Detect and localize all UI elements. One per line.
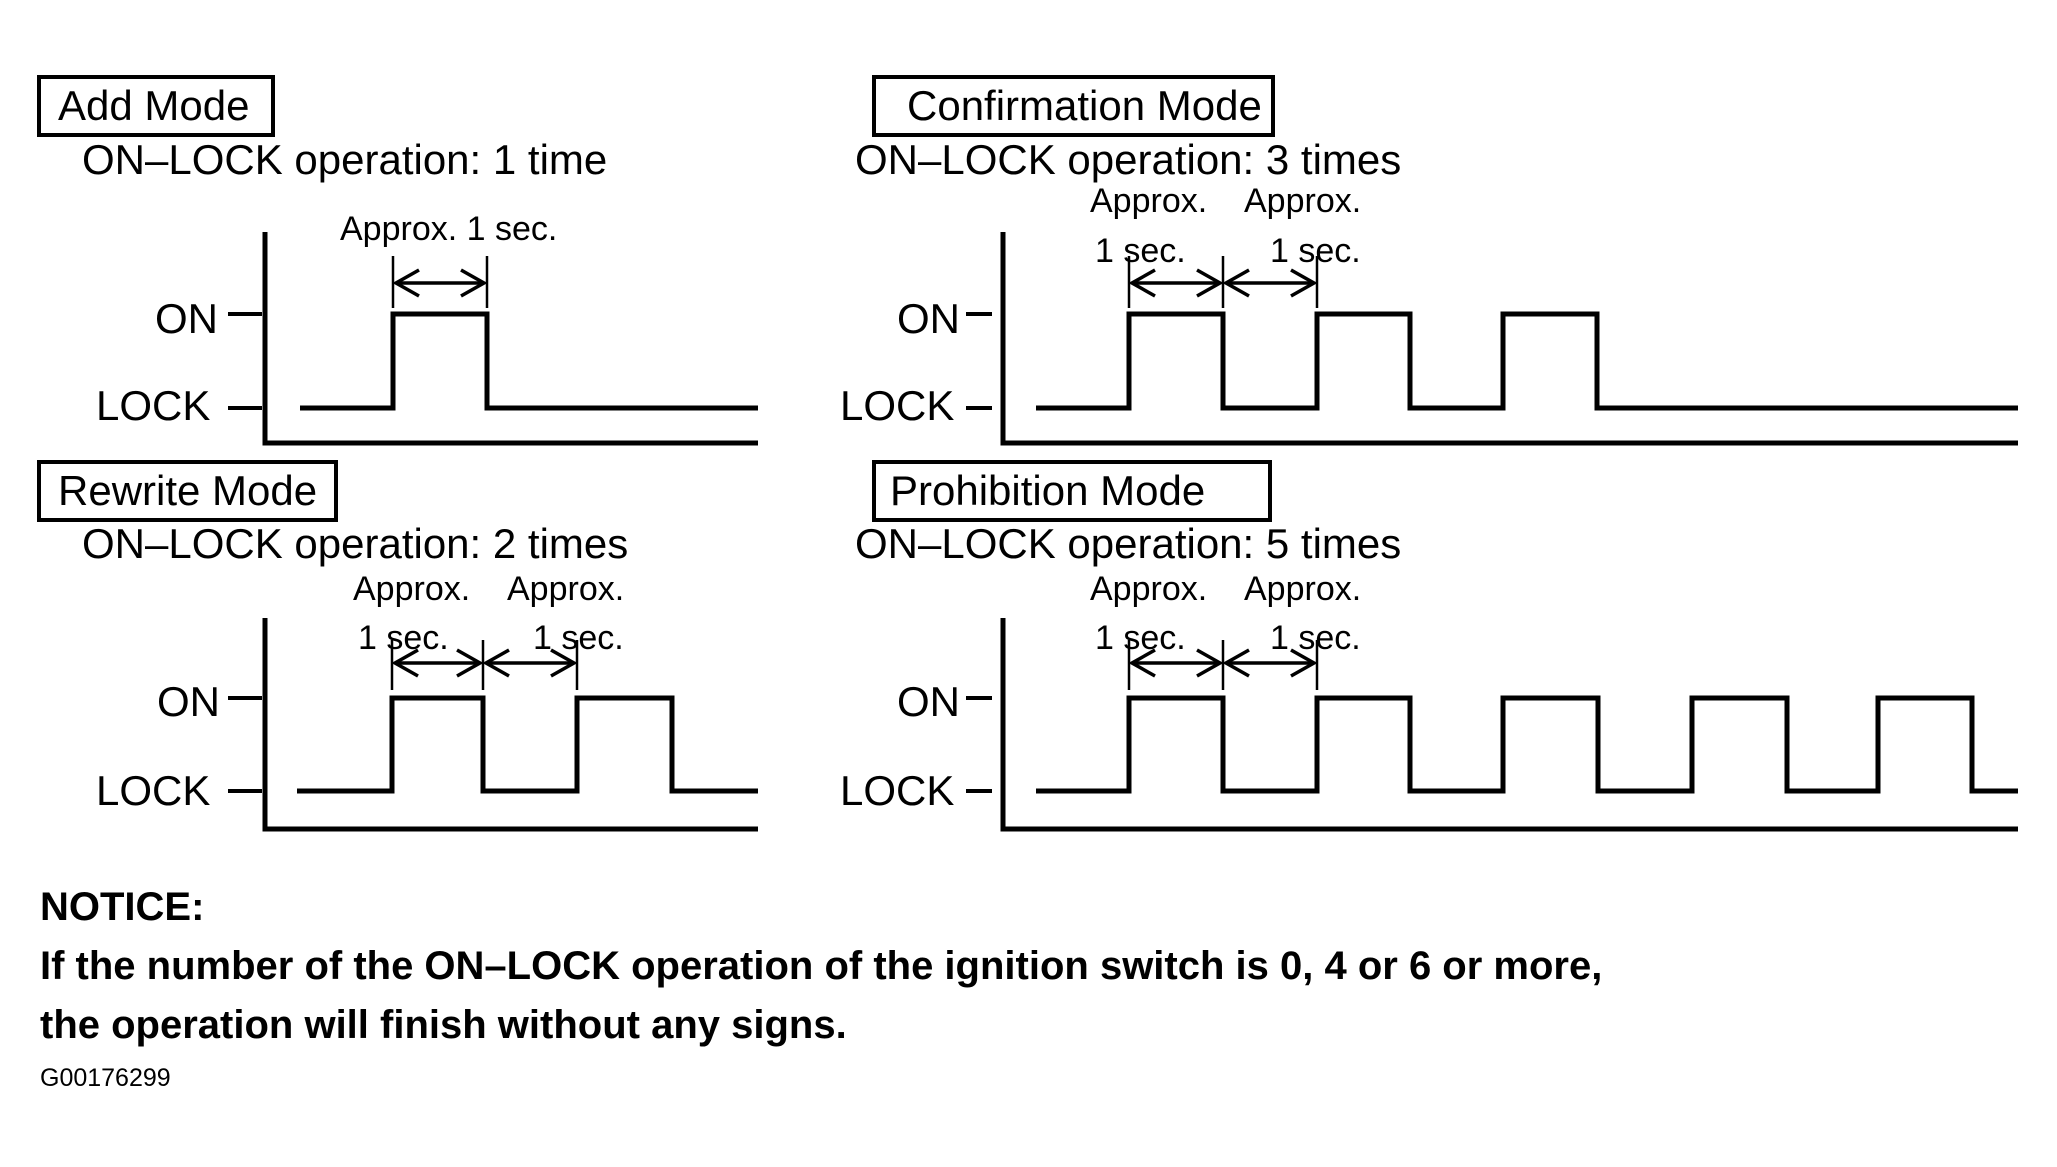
confirmation-mode-arrowhead-right xyxy=(1290,268,1318,298)
add-mode-waveform xyxy=(300,311,758,411)
confirmation-mode-box-label: Confirmation Mode xyxy=(907,82,1262,129)
confirmation-mode-box: Confirmation Mode xyxy=(872,75,1275,137)
confirmation-mode-time-label: Approx. xyxy=(1244,182,1362,220)
prohibition-mode-on-label: ON xyxy=(897,678,960,725)
add-mode-title: ON–LOCK operation: 1 time xyxy=(82,136,608,183)
notice-text-line-1: If the number of the ON–LOCK operation o… xyxy=(40,944,1603,988)
confirmation-mode-time-label: 1 sec. xyxy=(1270,232,1361,270)
rewrite-mode-level-ticks xyxy=(228,696,262,793)
rewrite-mode-waveform xyxy=(297,695,758,794)
add-mode-box: Add Mode xyxy=(37,75,275,137)
add-mode-time-label: Approx. 1 sec. xyxy=(340,210,558,248)
confirmation-mode-on-label: ON xyxy=(897,295,960,342)
prohibition-mode-time-label: 1 sec. xyxy=(1095,619,1186,657)
confirmation-mode-title: ON–LOCK operation: 3 times xyxy=(855,136,1402,183)
rewrite-mode-arrowhead-right xyxy=(550,648,578,678)
rewrite-mode-arrowhead-left xyxy=(391,648,419,678)
add-mode-on-label: ON xyxy=(155,295,218,342)
rewrite-mode-on-label: ON xyxy=(157,678,220,725)
prohibition-mode-arrowhead-right xyxy=(1290,648,1318,678)
prohibition-mode-time-label: 1 sec. xyxy=(1270,619,1361,657)
rewrite-mode-box-label: Rewrite Mode xyxy=(58,467,318,514)
figure-id: G00176299 xyxy=(40,1064,171,1092)
prohibition-mode-title: ON–LOCK operation: 5 times xyxy=(855,520,1402,567)
prohibition-mode-box-label: Prohibition Mode xyxy=(890,467,1206,514)
prohibition-mode-arrowhead-left xyxy=(1128,648,1156,678)
prohibition-mode-time-label: Approx. xyxy=(1244,570,1362,608)
rewrite-mode-time-label: 1 sec. xyxy=(358,619,449,657)
confirmation-mode-time-label: Approx. xyxy=(1090,182,1208,220)
add-mode-level-ticks xyxy=(228,312,262,410)
rewrite-mode-time-label: Approx. xyxy=(507,570,625,608)
add-mode-arrowhead-left xyxy=(392,268,420,298)
confirmation-mode-arrowhead-left xyxy=(1128,268,1156,298)
confirmation-mode-axes xyxy=(1000,232,2018,446)
rewrite-mode-title: ON–LOCK operation: 2 times xyxy=(82,520,629,567)
rewrite-mode-lock-label: LOCK xyxy=(96,767,211,814)
rewrite-mode-time-label: Approx. xyxy=(353,570,471,608)
prohibition-mode-arrowhead-right xyxy=(1196,648,1224,678)
prohibition-mode-axes xyxy=(1000,618,2018,832)
prohibition-mode-time-label: Approx. xyxy=(1090,570,1208,608)
confirmation-mode-lock-label: LOCK xyxy=(840,382,955,429)
prohibition-mode-box: Prohibition Mode xyxy=(872,460,1272,522)
prohibition-mode-waveform xyxy=(1036,695,2018,794)
confirmation-mode-time-label: 1 sec. xyxy=(1095,232,1186,270)
prohibition-mode-arrowhead-left xyxy=(1222,648,1250,678)
add-mode-arrowhead-right xyxy=(460,268,488,298)
rewrite-mode-arrowhead-right xyxy=(456,648,484,678)
confirmation-mode-level-ticks xyxy=(966,312,992,410)
add-mode-lock-label: LOCK xyxy=(96,382,211,429)
rewrite-mode-axes xyxy=(262,618,758,832)
confirmation-mode-waveform xyxy=(1036,311,2018,411)
notice-text-line-2: the operation will finish without any si… xyxy=(40,1003,847,1047)
rewrite-mode-box: Rewrite Mode xyxy=(37,460,338,522)
confirmation-mode-arrowhead-left xyxy=(1222,268,1250,298)
add-mode-axes xyxy=(262,232,758,446)
rewrite-mode-arrowhead-left xyxy=(482,648,510,678)
prohibition-mode-lock-label: LOCK xyxy=(840,767,955,814)
prohibition-mode-level-ticks xyxy=(966,696,992,793)
confirmation-mode-arrowhead-right xyxy=(1196,268,1224,298)
rewrite-mode-time-label: 1 sec. xyxy=(533,619,624,657)
add-mode-box-label: Add Mode xyxy=(58,82,250,129)
notice-heading: NOTICE: xyxy=(40,885,205,929)
